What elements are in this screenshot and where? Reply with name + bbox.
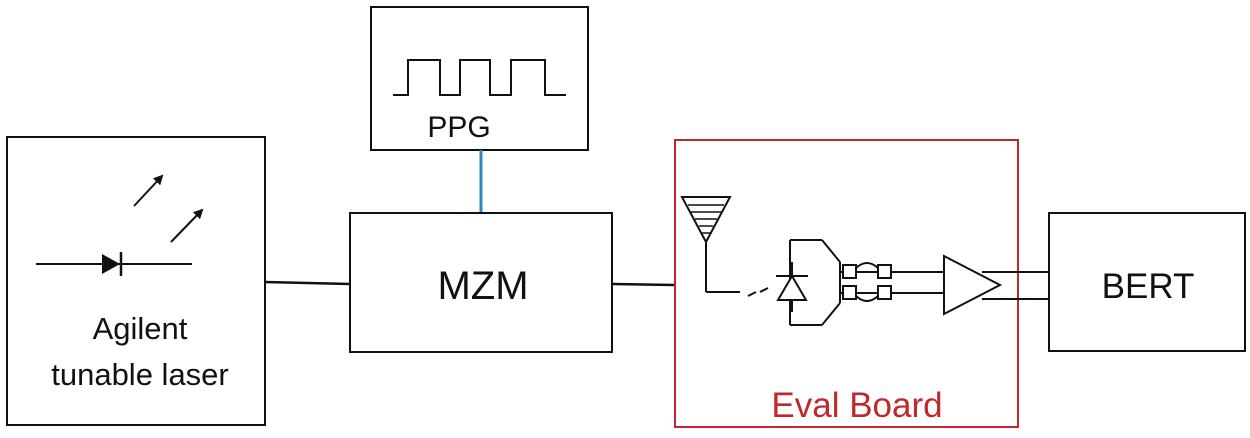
mzm-label: MZM xyxy=(437,264,528,308)
ppg-label: PPG xyxy=(427,111,490,144)
eval-board-block: Eval Board xyxy=(674,139,1019,428)
ppg-block: PPG xyxy=(370,6,589,151)
mzm-eval-link xyxy=(611,282,676,287)
laser-block: Agilent tunable laser xyxy=(6,136,266,426)
laser-box xyxy=(6,136,266,426)
ac-coupling-icon xyxy=(840,262,946,302)
amplifier-icon xyxy=(943,254,1003,316)
laser-mzm-link xyxy=(264,280,351,286)
eval-board-label: Eval Board xyxy=(771,386,942,425)
mzm-block: MZM xyxy=(349,212,613,353)
square-wave-icon xyxy=(393,59,566,96)
laser-label-line2: tunable laser xyxy=(51,357,229,392)
laser-diode-icon xyxy=(36,174,204,276)
light-beam-icon xyxy=(747,287,769,297)
bert-block: BERT xyxy=(1048,212,1246,352)
bert-box xyxy=(1048,212,1246,352)
mzm-box xyxy=(349,212,613,353)
laser-label-line1: Agilent xyxy=(93,311,188,346)
eval-bert-link xyxy=(982,271,1049,300)
photodiode-icon xyxy=(776,239,841,326)
bert-label: BERT xyxy=(1102,267,1195,306)
fiber-connector-icon xyxy=(680,196,740,293)
